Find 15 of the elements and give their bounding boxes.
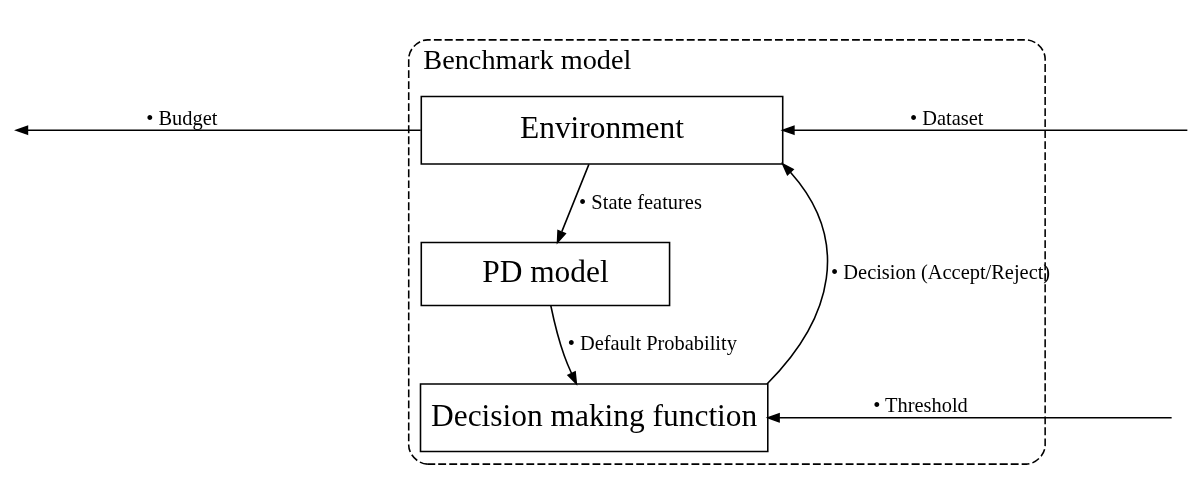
edge-label: • Decision (Accept/Reject): [831, 261, 1051, 284]
node-box: Environment: [420, 95, 784, 165]
arrow: [556, 163, 590, 245]
edge-label: • Threshold: [873, 394, 968, 417]
arrow: [550, 304, 578, 386]
edge-label: • Default Probability: [567, 332, 737, 355]
arrow: [14, 125, 422, 136]
edge-label: • State features: [579, 190, 702, 213]
arrow: [765, 412, 1173, 423]
arrow: [766, 162, 829, 385]
edge-label: • Budget: [146, 106, 218, 129]
node-box: PD model: [420, 241, 671, 307]
node-box: Decision making function: [419, 383, 769, 453]
arrow: [780, 125, 1189, 136]
edge-label: • Dataset: [910, 106, 984, 129]
